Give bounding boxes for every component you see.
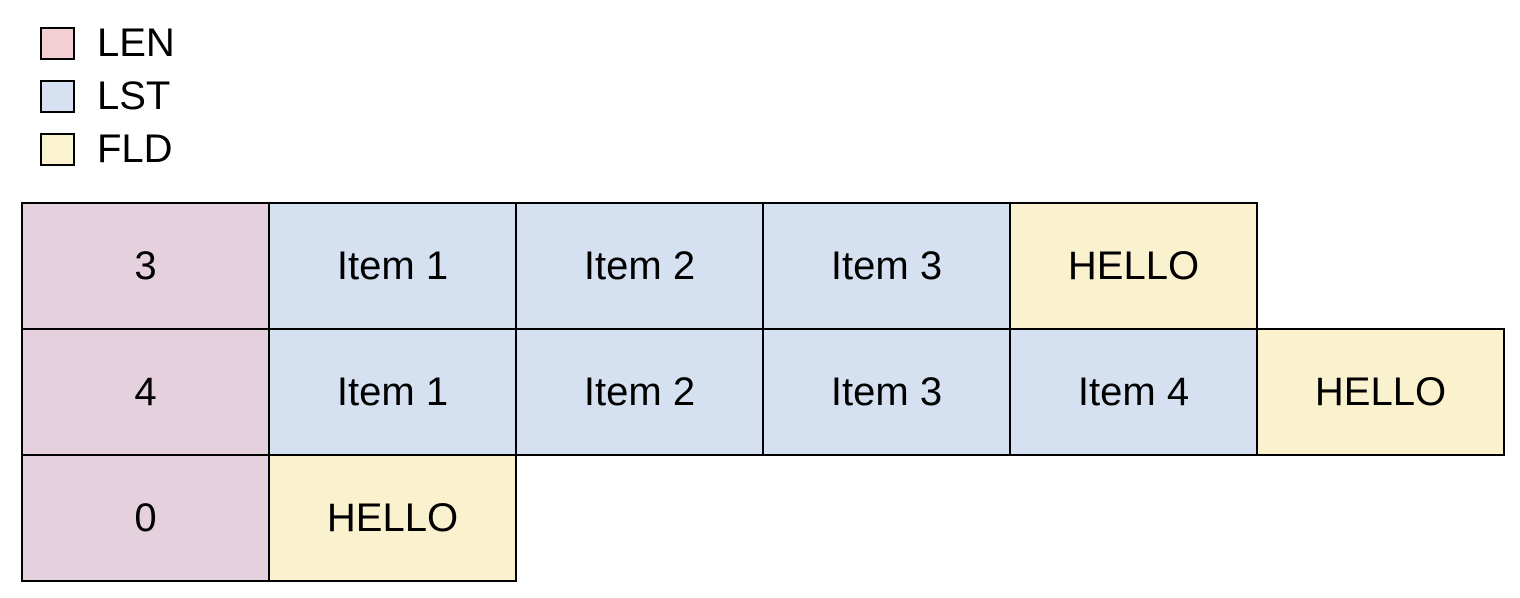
- lst-cell: Item 2: [515, 328, 764, 456]
- legend-item-lst: LST: [40, 74, 175, 118]
- legend-label: FLD: [97, 127, 173, 171]
- fld-cell: HELLO: [1009, 202, 1258, 330]
- lst-cell: Item 3: [762, 328, 1011, 456]
- lst-cell: Item 3: [762, 202, 1011, 330]
- legend-item-len: LEN: [40, 21, 175, 65]
- fld-cell: HELLO: [268, 454, 517, 582]
- legend: LEN LST FLD: [40, 21, 175, 185]
- fld-cell: HELLO: [1256, 328, 1505, 456]
- lst-cell: Item 4: [1009, 328, 1258, 456]
- legend-label: LST: [97, 74, 171, 118]
- lst-cell: Item 1: [268, 202, 517, 330]
- lst-cell: Item 1: [268, 328, 517, 456]
- len-cell: 4: [21, 328, 270, 456]
- len-cell: 0: [21, 454, 270, 582]
- legend-label: LEN: [97, 21, 175, 65]
- legend-swatch-fld: [40, 133, 75, 166]
- legend-swatch-lst: [40, 80, 75, 113]
- len-cell: 3: [21, 202, 270, 330]
- lst-cell: Item 2: [515, 202, 764, 330]
- legend-item-fld: FLD: [40, 127, 175, 171]
- legend-swatch-len: [40, 27, 75, 60]
